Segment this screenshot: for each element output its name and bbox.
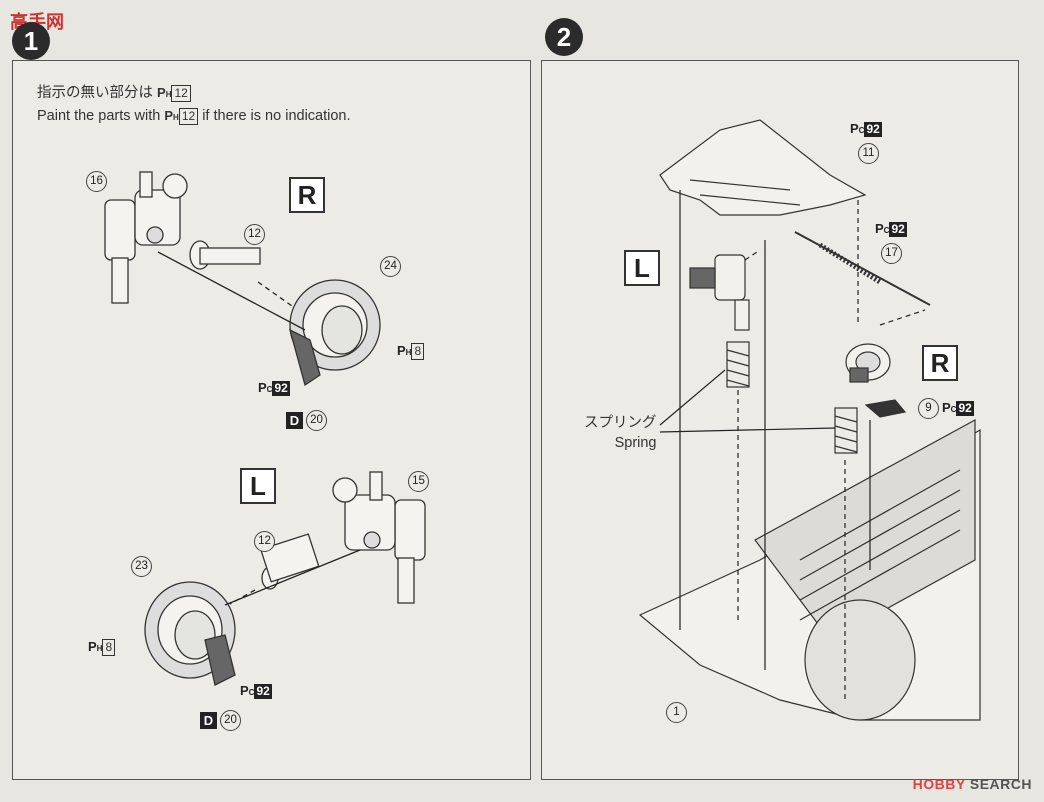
hub-part-23 [144,581,236,686]
part-number-16: 16 [86,171,107,192]
part-9-lever [864,399,907,418]
part-number-12: 12 [244,224,265,245]
knuckle-part-16 [104,171,188,304]
part-number-9: 9 [918,398,939,419]
knuckle-left [689,254,750,331]
knuckle-right [845,343,891,383]
pin-part-12-r [189,240,261,270]
left-side-label: L [240,468,276,504]
step-number-2: 2 [545,18,583,56]
instruction-en: Paint the parts with [37,108,161,124]
step-number-1: 1 [12,22,50,60]
part-number-24: 24 [380,256,401,277]
knuckle-part-15 [332,471,426,604]
chassis-part-1 [638,418,981,721]
part-number-23: 23 [131,556,152,577]
rod-part-17 [794,231,931,306]
right-side-label-2: R [922,345,958,381]
spring-right [834,407,858,454]
left-side-label-2: L [624,250,660,286]
part-number-12-l: 12 [254,531,275,552]
spring-label-jp: スプリング [584,415,657,431]
part-number-17: 17 [881,243,902,264]
hub-part-24 [288,279,381,387]
instruction-en-tail: if there is no indication. [202,108,351,124]
part-number-1: 1 [666,702,687,723]
instruction-jp: 指示の無い部分は [37,85,153,101]
right-side-label: R [289,177,325,213]
part-number-15: 15 [408,471,429,492]
upper-bracket-part-11 [659,119,867,216]
watermark-hobbysearch: HOBBY SEARCH [912,776,1032,792]
spring-label: スプリング Spring [584,413,657,453]
spring-left [726,341,750,388]
pin-part-12-l [259,533,320,590]
part-number-11: 11 [858,143,879,164]
spring-label-en: Spring [614,435,657,451]
